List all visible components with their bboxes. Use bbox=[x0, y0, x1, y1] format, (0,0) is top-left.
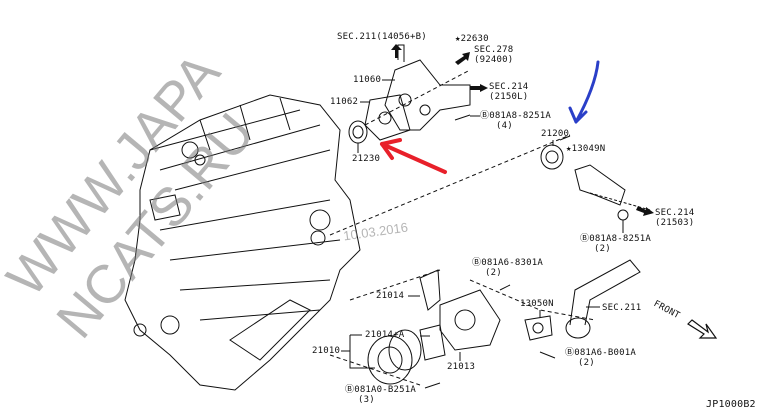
label-bolt-8251a-2-qty: (2) bbox=[594, 244, 611, 254]
engine-block bbox=[124, 94, 361, 391]
label-11062[interactable]: 11062 bbox=[330, 97, 359, 107]
front-arrow-icon bbox=[687, 319, 718, 339]
arrow-sec214-top bbox=[470, 84, 488, 92]
label-bolt-b001a[interactable]: Ⓑ081A6-B001A bbox=[565, 348, 637, 358]
label-sec211-top[interactable]: SEC.211(14056+B) bbox=[337, 32, 427, 42]
label-bolt-b251a[interactable]: Ⓑ081A0-B251A bbox=[345, 385, 417, 395]
label-sec211-right[interactable]: SEC.211 bbox=[602, 303, 642, 313]
label-13050n[interactable]: 13050N bbox=[520, 299, 554, 309]
label-21200[interactable]: 21200 bbox=[541, 129, 570, 139]
label-sec214-top[interactable]: SEC.214 bbox=[489, 82, 529, 92]
label-bolt-8251a-4[interactable]: Ⓑ081A8-8251A bbox=[480, 111, 552, 121]
arrow-sec214-right bbox=[636, 206, 654, 216]
label-11060[interactable]: 11060 bbox=[353, 75, 382, 85]
label-21230[interactable]: 21230 bbox=[352, 154, 381, 164]
label-22630[interactable]: ★22630 bbox=[455, 34, 489, 44]
arrow-sec211-top bbox=[391, 44, 402, 58]
label-bolt-b001a-qty: (2) bbox=[578, 358, 595, 368]
label-21010[interactable]: 21010 bbox=[312, 346, 341, 356]
label-sec278[interactable]: SEC.278 bbox=[474, 45, 514, 55]
thermostat-housing bbox=[384, 59, 471, 131]
arrow-sec278 bbox=[455, 52, 470, 65]
label-bolt-8301a-qty: (2) bbox=[485, 268, 502, 278]
label-13049n[interactable]: ★13049N bbox=[566, 144, 606, 154]
label-sec214-right-ref: (21503) bbox=[655, 218, 695, 228]
blue-annotation-mark bbox=[568, 60, 600, 124]
label-21014[interactable]: 21014 bbox=[376, 291, 405, 301]
label-bolt-8301a[interactable]: Ⓑ081A6-8301A bbox=[472, 258, 544, 268]
label-bolt-b251a-qty: (3) bbox=[358, 395, 375, 405]
label-sec214-top-ref: (2150L) bbox=[489, 92, 529, 102]
label-bolt-8251a-4-qty: (4) bbox=[496, 121, 513, 131]
label-21013[interactable]: 21013 bbox=[447, 362, 476, 372]
label-sec278-ref: (92400) bbox=[474, 55, 514, 65]
label-bolt-8251a-2[interactable]: Ⓑ081A8-8251A bbox=[580, 234, 652, 244]
red-annotation-arrow bbox=[380, 138, 447, 174]
diagram-code: JP1000B2 bbox=[706, 399, 756, 410]
label-sec214-right[interactable]: SEC.214 bbox=[655, 208, 695, 218]
label-21014a[interactable]: 21014+A bbox=[365, 330, 405, 340]
